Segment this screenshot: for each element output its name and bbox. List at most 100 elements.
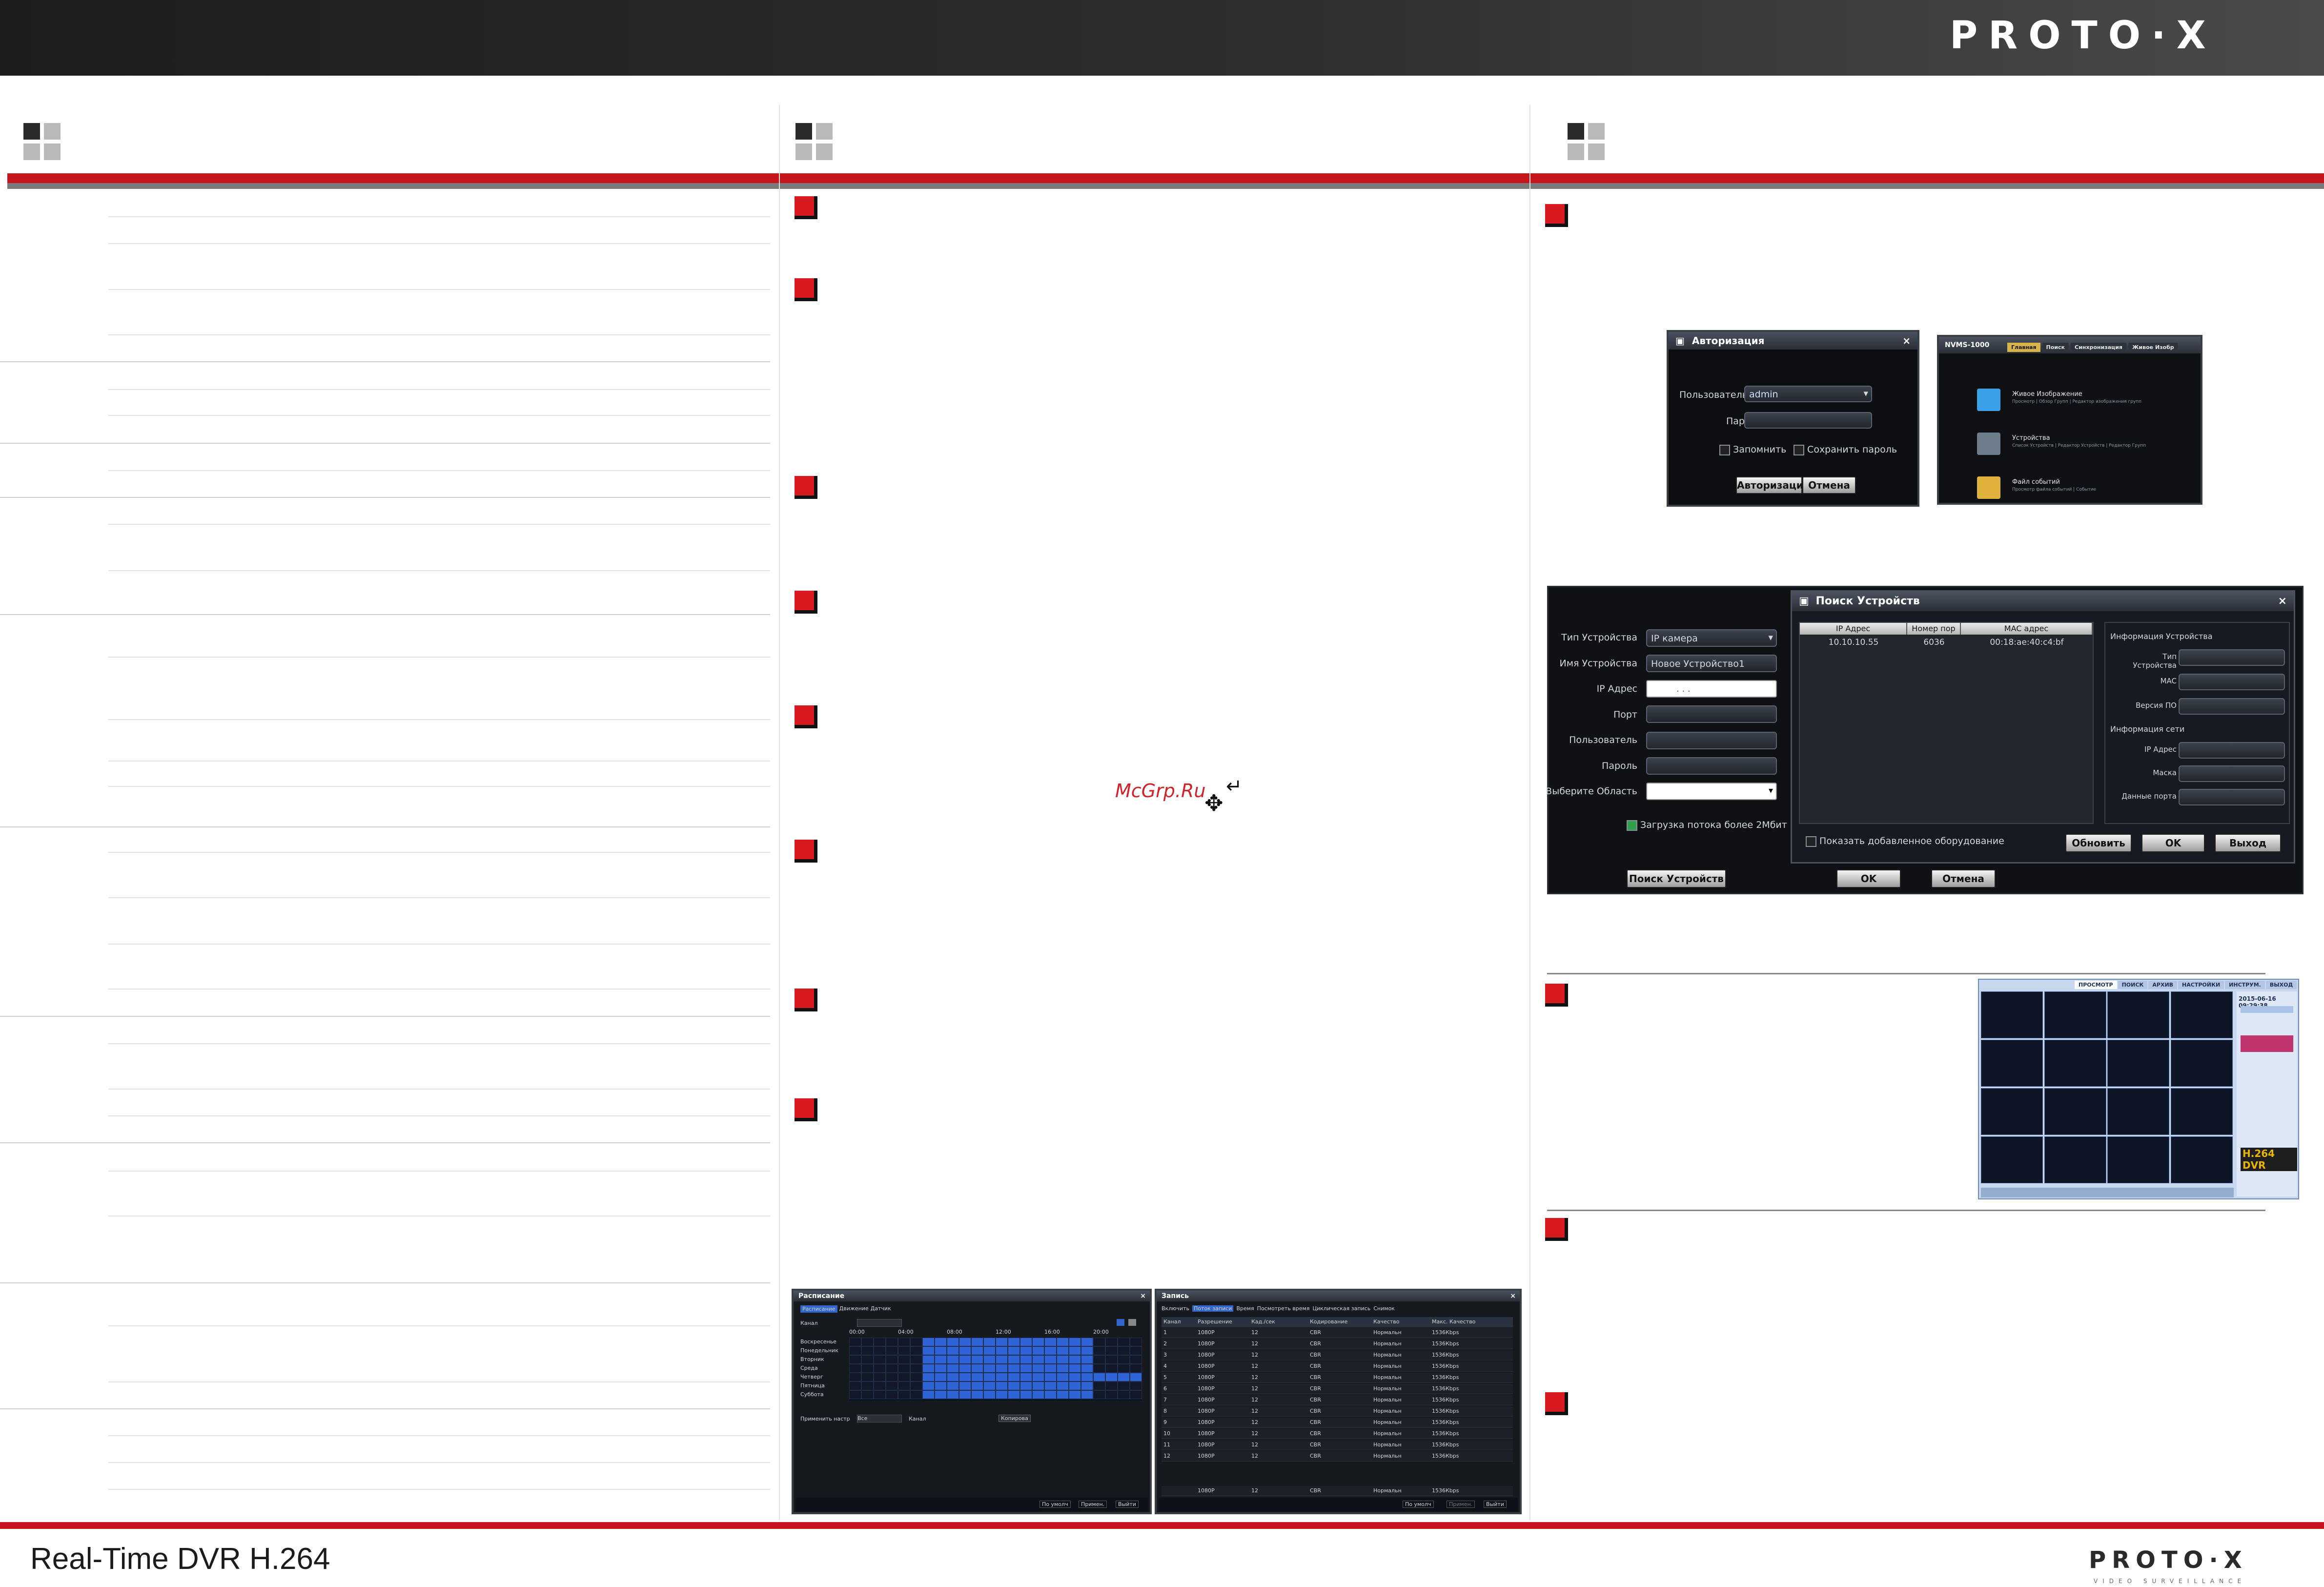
camera-cell[interactable] <box>2044 1088 2106 1135</box>
schedule-grid[interactable] <box>849 1338 1142 1401</box>
schedule-cell[interactable] <box>874 1381 886 1390</box>
schedule-cell[interactable] <box>874 1355 886 1364</box>
schedule-cell[interactable] <box>1020 1373 1032 1381</box>
ip-address-field[interactable]: . . . <box>1646 680 1777 698</box>
table-cell[interactable]: Нормальн <box>1373 1352 1402 1358</box>
camera-cell[interactable] <box>2107 991 2169 1038</box>
schedule-cell[interactable] <box>1105 1364 1118 1373</box>
schedule-cell[interactable] <box>959 1338 971 1346</box>
dvr-tab[interactable]: ИНСТРУМ. <box>2225 981 2265 989</box>
schedule-cell[interactable] <box>1118 1355 1130 1364</box>
schedule-cell[interactable] <box>1057 1373 1069 1381</box>
schedule-cell[interactable] <box>959 1364 971 1373</box>
schedule-cell[interactable] <box>1105 1338 1118 1346</box>
table-cell[interactable]: 1080P <box>1198 1430 1215 1437</box>
schedule-cell[interactable] <box>971 1338 983 1346</box>
schedule-cell[interactable] <box>1057 1381 1069 1390</box>
area-select[interactable]: ▾ <box>1646 783 1777 800</box>
schedule-cell[interactable] <box>971 1346 983 1355</box>
schedule-cell[interactable] <box>886 1346 898 1355</box>
table-cell[interactable]: 1080P <box>1198 1385 1215 1392</box>
table-cell[interactable]: 1080P <box>1198 1408 1215 1414</box>
cancel-button[interactable]: Отмена <box>1931 869 1996 888</box>
schedule-cell[interactable] <box>1093 1355 1105 1364</box>
table-cell[interactable]: 1080P <box>1198 1397 1215 1403</box>
schedule-cell[interactable] <box>1081 1390 1093 1399</box>
schedule-cell[interactable] <box>874 1364 886 1373</box>
schedule-cell[interactable] <box>1008 1364 1020 1373</box>
table-cell[interactable]: 1080P <box>1198 1329 1215 1336</box>
schedule-cell[interactable] <box>1105 1381 1118 1390</box>
apply-button[interactable]: Примен. <box>1079 1501 1107 1508</box>
record-tab[interactable]: Поток записи <box>1192 1305 1234 1312</box>
camera-cell[interactable] <box>2170 1136 2233 1183</box>
schedule-cell[interactable] <box>1105 1346 1118 1355</box>
remember-checkbox[interactable]: Запомнить <box>1719 444 1786 455</box>
schedule-cell[interactable] <box>1118 1364 1130 1373</box>
record-tab[interactable]: Циклическая запись <box>1312 1305 1371 1312</box>
default-button[interactable]: По умолч <box>1040 1501 1071 1508</box>
camera-cell[interactable] <box>1981 1040 2043 1087</box>
table-cell[interactable]: 12 <box>1251 1363 1258 1369</box>
password-field[interactable] <box>1646 757 1777 775</box>
table-cell[interactable]: Нормальн <box>1373 1363 1402 1369</box>
schedule-cell[interactable] <box>1069 1346 1081 1355</box>
close-icon[interactable]: × <box>1902 335 1911 347</box>
schedule-cell[interactable] <box>1069 1338 1081 1346</box>
ok-button[interactable]: OK <box>2141 834 2205 852</box>
schedule-cell[interactable] <box>874 1373 886 1381</box>
schedule-cell[interactable] <box>1093 1381 1105 1390</box>
schedule-cell[interactable] <box>1044 1364 1057 1373</box>
schedule-cell[interactable] <box>959 1355 971 1364</box>
nvms-item-sub[interactable]: Просмотр | Обзор Групп | Редактор изобра… <box>2012 399 2142 404</box>
schedule-cell[interactable] <box>910 1373 922 1381</box>
schedule-cell[interactable] <box>849 1373 861 1381</box>
table-cell[interactable]: 1080P <box>1198 1442 1215 1448</box>
schedule-cell[interactable] <box>1081 1373 1093 1381</box>
schedule-cell[interactable] <box>1130 1373 1142 1381</box>
schedule-cell[interactable] <box>983 1346 996 1355</box>
camera-cell[interactable] <box>2044 1136 2106 1183</box>
table-cell[interactable]: CBR <box>1310 1419 1321 1425</box>
close-icon[interactable]: × <box>2278 595 2287 607</box>
nvms-item-sub[interactable]: Список Устройств | Редактор Устройств | … <box>2012 443 2146 448</box>
table-cell[interactable]: 12 <box>1251 1487 1258 1494</box>
ok-button[interactable]: OK <box>1836 869 1901 888</box>
table-cell[interactable]: Нормальн <box>1373 1419 1402 1425</box>
schedule-cell[interactable] <box>849 1346 861 1355</box>
schedule-cell[interactable] <box>898 1390 910 1399</box>
schedule-cell[interactable] <box>910 1381 922 1390</box>
schedule-cell[interactable] <box>959 1346 971 1355</box>
schedule-cell[interactable] <box>996 1364 1008 1373</box>
table-cell[interactable]: CBR <box>1310 1397 1321 1403</box>
table-cell[interactable]: 12 <box>1251 1340 1258 1347</box>
table-cell[interactable]: CBR <box>1310 1363 1321 1369</box>
schedule-cell[interactable] <box>910 1355 922 1364</box>
schedule-cell[interactable] <box>1032 1390 1044 1399</box>
schedule-cell[interactable] <box>1081 1346 1093 1355</box>
schedule-cell[interactable] <box>1130 1355 1142 1364</box>
schedule-cell[interactable] <box>1081 1338 1093 1346</box>
schedule-cell[interactable] <box>947 1338 959 1346</box>
schedule-cell[interactable] <box>1105 1390 1118 1399</box>
camera-cell[interactable] <box>2107 1088 2169 1135</box>
schedule-cell[interactable] <box>1008 1373 1020 1381</box>
schedule-cell[interactable] <box>935 1364 947 1373</box>
table-cell[interactable]: 1536Кbps <box>1432 1385 1459 1392</box>
schedule-cell[interactable] <box>935 1346 947 1355</box>
schedule-cell[interactable] <box>935 1373 947 1381</box>
edit-icon[interactable] <box>1117 1319 1124 1326</box>
schedule-cell[interactable] <box>1044 1355 1057 1364</box>
schedule-cell[interactable] <box>1020 1390 1032 1399</box>
table-cell[interactable]: 1080P <box>1198 1487 1215 1494</box>
schedule-cell[interactable] <box>971 1364 983 1373</box>
device-name-field[interactable]: Новое Устройство1 <box>1646 655 1777 672</box>
schedule-cell[interactable] <box>922 1346 935 1355</box>
dvr-tab[interactable]: ПОИСК <box>2118 981 2148 989</box>
dvr-tab[interactable]: ПРОСМОТР <box>2075 981 2117 989</box>
stream-checkbox[interactable]: Загрузка потока более 2Мбит <box>1627 820 1787 831</box>
schedule-cell[interactable] <box>1008 1346 1020 1355</box>
schedule-cell[interactable] <box>861 1390 874 1399</box>
exit-button[interactable]: Выйти <box>1116 1501 1139 1508</box>
table-cell[interactable]: 12 <box>1251 1408 1258 1414</box>
